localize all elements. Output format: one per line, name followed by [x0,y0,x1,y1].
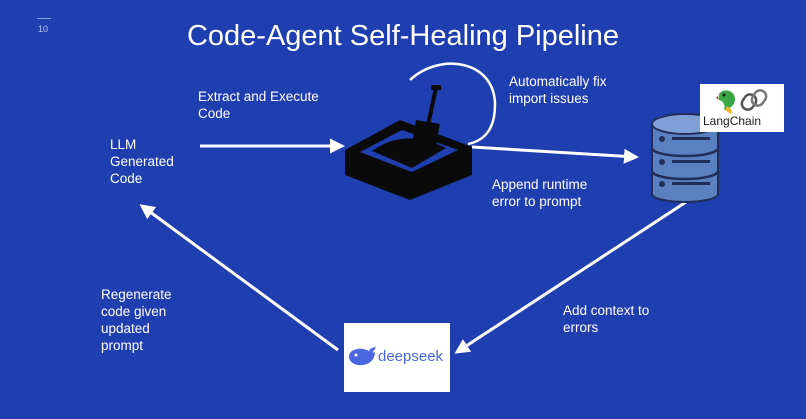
deepseek-logo: deepseek [344,323,450,392]
arrow-sandbox-to-database [471,145,639,164]
slide-number: 10 [38,24,49,34]
label-regenerate: Regenerate code given updated prompt [101,287,172,353]
arrow-database-to-deepseek [454,200,687,354]
label-auto-fix: Automatically fix import issues [509,74,607,106]
label-append-error: Append runtime error to prompt [492,177,588,209]
whale-icon [349,346,376,366]
arrow-deepseek-to-llm [139,204,339,352]
slide-title: Code-Agent Self-Healing Pipeline [186,20,620,52]
label-add-context: Add context to errors [563,303,650,335]
deepseek-wordmark: deepseek [378,348,444,365]
langchain-logo: LangChain [700,84,784,132]
parrot-chain-icon [716,89,768,114]
slide-number-rule [37,18,51,19]
sandbox-shovel-icon [345,85,472,200]
label-extract-execute: Extract and Execute Code [198,89,319,121]
langchain-wordmark: LangChain [703,114,762,128]
label-llm-generated-code: LLM Generated Code [110,137,174,186]
self-fix-loop-arc [409,62,497,146]
